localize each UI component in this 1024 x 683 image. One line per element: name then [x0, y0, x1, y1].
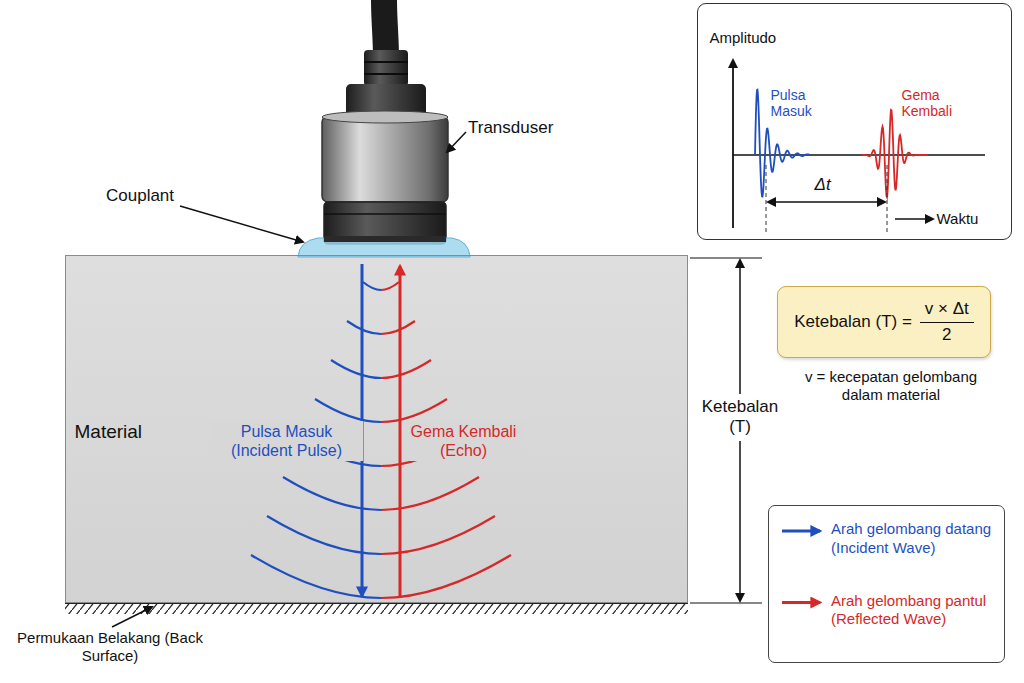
echo-label: Gema Kembali (Echo) — [405, 421, 523, 461]
material-fill — [65, 255, 688, 603]
incident-wavefront — [315, 399, 381, 422]
legend-text: Arah gelombang pantul (Reflected Wave) — [831, 592, 998, 630]
incident-wavefront — [347, 321, 381, 334]
axis-label: Waktu — [937, 210, 979, 228]
transducer-face — [324, 236, 446, 242]
formula-text: Ketebalan (T) = — [794, 312, 912, 332]
legend-arrow-sample — [782, 601, 820, 604]
delta-t-dimension — [768, 201, 885, 202]
pulse-label: Pulsa Masuk — [771, 87, 825, 121]
echo-label: Gema Kembali — [902, 87, 964, 121]
leader-line — [112, 607, 152, 627]
material-label: Material — [75, 421, 143, 444]
ring-groove — [324, 213, 446, 215]
part-label: Couplant — [106, 186, 174, 206]
part-label: Transduser — [468, 118, 553, 138]
incident-wavefront — [267, 516, 381, 554]
part-label: Permukaan Belakang (Back Surface) — [12, 629, 208, 665]
leader-line — [180, 206, 303, 242]
transducer-body — [322, 116, 448, 202]
dashed-marker — [887, 165, 888, 232]
incident-wavefront — [283, 477, 381, 510]
formula-numerator: v × Δt — [920, 299, 974, 322]
leader-line — [447, 132, 466, 152]
echo-wavefront — [381, 516, 495, 554]
echo-wavefront — [381, 399, 447, 422]
strain-relief-ring — [364, 73, 408, 75]
material-block: Material Pulsa Masuk (Incident Pulse) Gema… — [65, 255, 688, 603]
dimension-tick — [690, 257, 762, 258]
echo-wave — [862, 110, 928, 197]
formula-denominator: 2 — [942, 323, 951, 345]
incident-wavefront — [363, 282, 381, 290]
echo-wavefront — [381, 321, 415, 334]
cable — [384, 0, 386, 58]
axis-label: Amplitudo — [710, 29, 777, 47]
note-text: v = kecepatan gelombang dalam material — [795, 368, 987, 404]
dashed-marker — [766, 165, 767, 232]
time-arrow — [895, 218, 933, 220]
echo-wavefront — [381, 282, 399, 290]
back-surface-hatch — [65, 604, 688, 614]
legend-arrow-sample — [782, 530, 820, 533]
echo-arrow — [399, 266, 402, 598]
echo-wavefront — [381, 477, 479, 510]
transducer-top — [322, 111, 448, 123]
amplitude-axis — [732, 60, 734, 228]
legend-text: Arah gelombang datang (Incident Wave) — [831, 520, 998, 558]
incident-pulse-label: Pulsa Masuk (Incident Pulse) — [211, 421, 363, 461]
formula-box: Ketebalan (T) = v × Δt2 — [777, 286, 991, 358]
transducer-wear-ring — [324, 202, 446, 244]
signal-chart: AmplitudoPulsa Masuk Gema KembaliΔtWaktu — [697, 3, 1012, 240]
dimension-tick — [690, 602, 762, 603]
echo-wavefront — [381, 360, 431, 378]
strain-relief — [364, 50, 408, 86]
dimension-label: Ketebalan (T) — [695, 394, 785, 441]
strain-relief-ring — [364, 61, 408, 63]
incident-wavefront — [331, 360, 381, 378]
delta-t-label: Δt — [815, 175, 831, 195]
fraction: v × Δt2 — [920, 299, 974, 345]
legend-box: Arah gelombang datang (Incident Wave) Ara… — [768, 505, 1005, 663]
